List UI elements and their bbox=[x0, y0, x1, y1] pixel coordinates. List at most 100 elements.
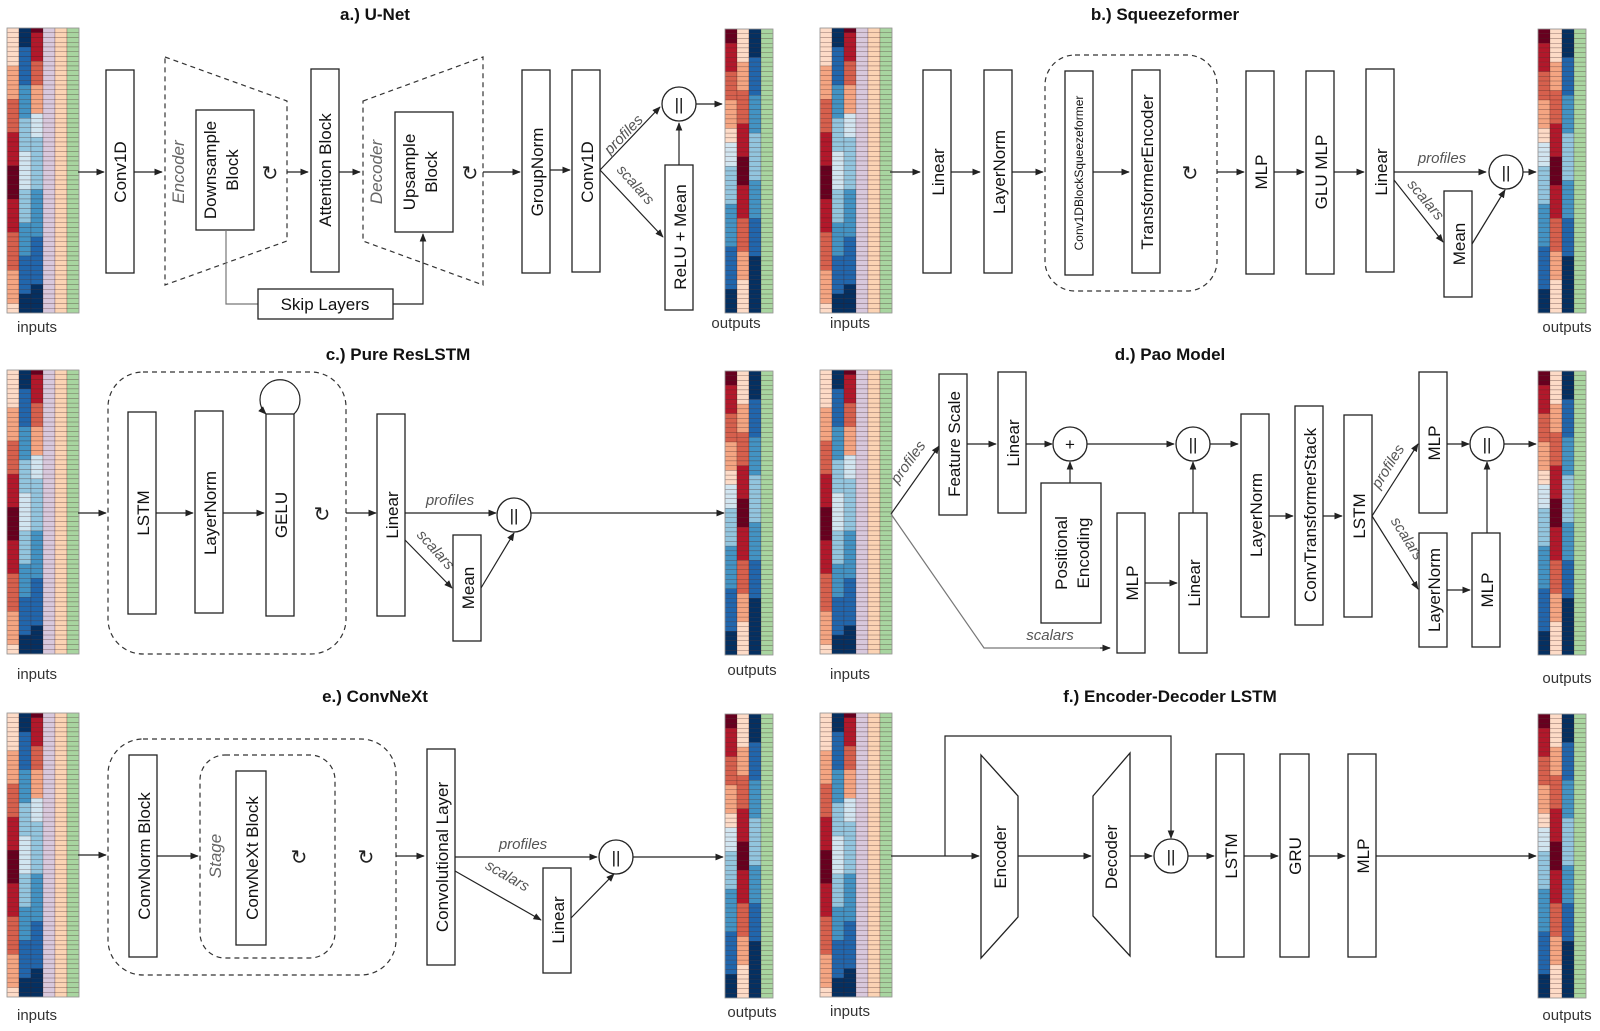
heatmap-cell bbox=[879, 507, 893, 513]
heatmap-cell bbox=[855, 601, 869, 607]
heatmap-cell bbox=[760, 137, 774, 143]
heatmap-cell bbox=[1561, 602, 1575, 608]
heatmap-cell bbox=[843, 127, 857, 133]
heatmap-cell bbox=[6, 649, 20, 655]
heatmap-cell bbox=[760, 884, 774, 890]
heatmap-cell bbox=[6, 122, 20, 128]
heatmap-cell bbox=[819, 99, 833, 105]
heatmap-cell bbox=[724, 907, 738, 913]
heatmap-cell bbox=[1561, 218, 1575, 224]
heatmap-cell bbox=[819, 563, 833, 569]
edge-label-profiles: profiles bbox=[600, 111, 647, 159]
heatmap-cell bbox=[843, 507, 857, 513]
heatmap-cell bbox=[819, 954, 833, 960]
heatmap-cell bbox=[724, 621, 738, 627]
heatmap-cell bbox=[724, 308, 738, 314]
heatmap-cell bbox=[724, 156, 738, 162]
heatmap-cell bbox=[66, 750, 80, 756]
heatmap-cell bbox=[6, 549, 20, 555]
heatmap-cell bbox=[748, 612, 762, 618]
heatmap-cell bbox=[1537, 418, 1551, 424]
heatmap-cell bbox=[42, 61, 56, 67]
heatmap-cell bbox=[1537, 166, 1551, 172]
heatmap-cell bbox=[843, 402, 857, 409]
heatmap-cell bbox=[879, 873, 893, 879]
heatmap-cell bbox=[831, 27, 845, 33]
heatmap-cell bbox=[831, 760, 845, 766]
heatmap-cell bbox=[760, 756, 774, 762]
heatmap-cell bbox=[724, 851, 738, 857]
heatmap-cell bbox=[1549, 959, 1563, 966]
heatmap-cell bbox=[724, 43, 738, 49]
heatmap-cell bbox=[724, 194, 738, 200]
heatmap-cell bbox=[867, 807, 881, 813]
heatmap-cell bbox=[6, 165, 20, 171]
heatmap-cell bbox=[724, 789, 738, 795]
heatmap-cell bbox=[879, 137, 893, 143]
heatmap-cell bbox=[736, 846, 750, 852]
heatmap-cell bbox=[1573, 260, 1587, 266]
heatmap-cell bbox=[1537, 474, 1551, 481]
heatmap-cell bbox=[831, 379, 845, 385]
heatmap-cell bbox=[1573, 251, 1587, 257]
heatmap-cell bbox=[1573, 836, 1587, 842]
heatmap-cell bbox=[42, 835, 56, 841]
heatmap-cell bbox=[867, 649, 881, 655]
heatmap-cell bbox=[760, 437, 774, 443]
heatmap-cell bbox=[748, 184, 762, 191]
heatmap-cell bbox=[831, 374, 845, 380]
heatmap-cell bbox=[30, 478, 44, 484]
heatmap-cell bbox=[54, 160, 68, 166]
heatmap-cell bbox=[831, 883, 845, 889]
heatmap-cell bbox=[54, 270, 68, 276]
heatmap-cell bbox=[30, 393, 44, 399]
heatmap-cell bbox=[867, 578, 881, 584]
inputs-heatmap bbox=[819, 27, 893, 314]
heatmap-cell bbox=[66, 722, 80, 728]
heatmap-cell bbox=[1561, 408, 1575, 414]
heatmap-cell bbox=[6, 982, 20, 988]
heatmap-cell bbox=[1561, 132, 1575, 139]
heatmap-cell bbox=[736, 156, 750, 162]
heatmap-cell bbox=[831, 502, 845, 508]
heatmap-cell bbox=[30, 902, 44, 908]
heatmap-cell bbox=[18, 582, 32, 588]
panel-title: f.) Encoder-Decoder LSTM bbox=[1063, 687, 1276, 706]
heatmap-cell bbox=[66, 727, 80, 733]
heatmap-cell bbox=[748, 489, 762, 495]
heatmap-cell bbox=[760, 874, 774, 880]
heatmap-cell bbox=[867, 431, 881, 437]
heatmap-cell bbox=[1549, 564, 1563, 570]
heatmap-cell bbox=[855, 440, 869, 446]
heatmap-cell bbox=[30, 241, 44, 247]
heatmap-cell bbox=[724, 113, 738, 120]
heatmap-cell bbox=[855, 540, 869, 546]
heatmap-cell bbox=[18, 649, 32, 655]
heatmap-cell bbox=[66, 630, 80, 636]
heatmap-cell bbox=[760, 208, 774, 214]
block-label: ReLU + Mean bbox=[671, 184, 690, 289]
heatmap-cell bbox=[18, 644, 32, 650]
heatmap-cell bbox=[54, 426, 68, 432]
heatmap-cell bbox=[843, 601, 857, 607]
heatmap-cell bbox=[867, 769, 881, 775]
heatmap-cell bbox=[831, 488, 845, 494]
heatmap-cell bbox=[1549, 213, 1563, 219]
heatmap-cell bbox=[30, 750, 44, 756]
heatmap-cell bbox=[1549, 408, 1563, 414]
heatmap-cell bbox=[843, 864, 857, 870]
heatmap-cell bbox=[855, 911, 869, 917]
heatmap-cell bbox=[879, 459, 893, 465]
heatmap-cell bbox=[748, 926, 762, 932]
heatmap-cell bbox=[1573, 118, 1587, 124]
heatmap-cell bbox=[1561, 832, 1575, 838]
heatmap-cell bbox=[30, 606, 44, 612]
heatmap-cell bbox=[1561, 451, 1575, 457]
heatmap-cell bbox=[819, 440, 833, 446]
heatmap-cell bbox=[855, 255, 869, 261]
heatmap-cell bbox=[42, 42, 56, 48]
heatmap-cell bbox=[54, 582, 68, 588]
heatmap-cell bbox=[30, 987, 44, 993]
heatmap-cell bbox=[54, 601, 68, 607]
heatmap-cell bbox=[855, 712, 869, 718]
